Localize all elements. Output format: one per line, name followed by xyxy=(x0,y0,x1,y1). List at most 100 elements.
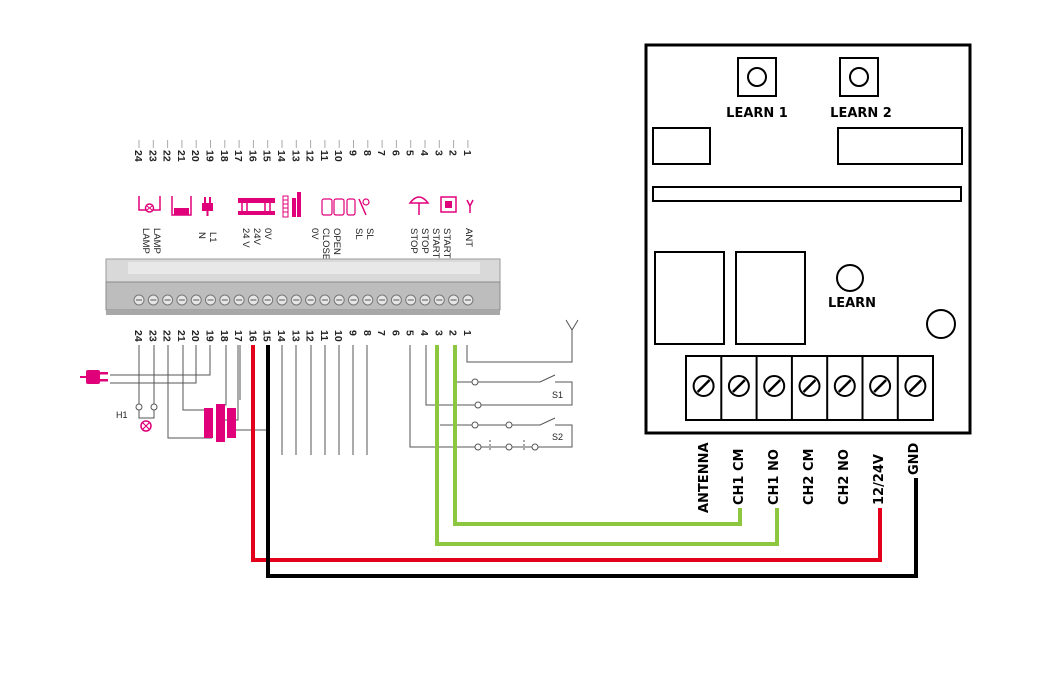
func-stop-b: STOP xyxy=(419,228,430,254)
led-indicator xyxy=(926,309,956,339)
top-terminal-number: 13 xyxy=(289,150,301,162)
wire-green-ch1-cm xyxy=(453,345,742,526)
bottom-terminal-number: 15 xyxy=(261,330,273,342)
lamp-icon xyxy=(138,196,161,213)
top-terminal-number: 24 xyxy=(132,150,144,162)
terminal-label-antenna: ANTENNA xyxy=(697,442,712,513)
bottom-terminal-number: 21 xyxy=(175,330,187,342)
bottom-terminal-number: 5 xyxy=(404,330,416,336)
top-terminal-number: 18 xyxy=(218,150,230,162)
learn-button[interactable] xyxy=(836,264,864,292)
bottom-terminal-number: 16 xyxy=(246,330,258,342)
terminal-screw-slot xyxy=(696,379,711,393)
lamp-h1-icon xyxy=(140,420,152,432)
learn-label: LEARN xyxy=(828,296,876,311)
func-0v-b: 0V xyxy=(309,228,320,240)
top-terminal-number: 9 xyxy=(347,150,359,156)
top-terminal-number: 10 xyxy=(332,150,344,162)
terminal-screw-slot xyxy=(873,379,887,393)
bottom-terminal-number: 22 xyxy=(161,330,173,342)
wire-red-12-24v xyxy=(251,345,882,562)
lamp-bar-icon xyxy=(171,196,192,216)
h1-label: H1 xyxy=(116,410,128,420)
func-lamp-b: LAMP xyxy=(151,228,162,254)
bottom-terminal-number: 24 xyxy=(132,330,144,342)
terminal-label-ch2-cm: CH2 CM xyxy=(802,449,817,505)
top-terminal-number: 12 xyxy=(304,150,316,162)
bottom-terminal-number: 1 xyxy=(461,330,473,336)
top-terminal-number: 5 xyxy=(404,150,416,156)
function-icons xyxy=(138,192,474,218)
learn1-label: LEARN 1 xyxy=(726,106,788,121)
func-lamp-a: LAMP xyxy=(140,228,151,254)
learn2-button-knob xyxy=(849,67,869,87)
top-terminal-number: 3 xyxy=(432,150,444,156)
s2-label: S2 xyxy=(552,432,563,442)
top-terminal-number: 8 xyxy=(361,150,373,156)
bottom-terminal-number: 8 xyxy=(361,330,373,336)
battery-icon xyxy=(282,192,301,218)
bottom-terminal-number: 12 xyxy=(304,330,316,342)
top-terminal-number: 22 xyxy=(161,150,173,162)
top-terminal-number: 15 xyxy=(261,150,273,162)
bottom-terminal-number: 9 xyxy=(347,330,359,336)
learn1-button-knob xyxy=(747,67,767,87)
learn2-label: LEARN 2 xyxy=(830,106,892,121)
func-24v-b: 24 V xyxy=(240,228,251,248)
terminal-screw-slot xyxy=(767,379,782,393)
motor-icons xyxy=(321,198,370,216)
top-pin-lines xyxy=(138,140,469,148)
top-terminal-number: 7 xyxy=(375,150,387,156)
top-terminal-number: 23 xyxy=(146,150,158,162)
func-sl-a: SL xyxy=(353,228,364,240)
top-terminal-number: 1 xyxy=(461,150,473,156)
mains-plug-icon xyxy=(80,370,108,384)
func-24v-a: 24V xyxy=(251,228,262,246)
transformer-icon xyxy=(238,198,275,215)
terminal-screws xyxy=(133,294,474,306)
func-stop-a: STOP xyxy=(408,228,419,254)
func-start-b: START xyxy=(441,228,452,258)
relay-2 xyxy=(735,251,806,345)
bottom-terminal-number: 6 xyxy=(389,330,401,336)
stop-start-icons xyxy=(408,196,474,215)
wire-green-ch1-no xyxy=(435,345,779,546)
colored-wires xyxy=(251,345,918,578)
top-terminal-number: 2 xyxy=(447,150,459,156)
terminal-screw-slot xyxy=(732,379,746,393)
top-terminal-number: 6 xyxy=(389,150,401,156)
terminal-block xyxy=(685,355,934,421)
panel-wiring xyxy=(110,319,579,455)
terminal-label-ch2-no: CH2 NO xyxy=(837,449,852,505)
func-close: CLOSE xyxy=(320,228,331,260)
relay-1 xyxy=(654,251,725,345)
func-ant: ANT xyxy=(463,228,474,247)
bottom-terminal-number: 7 xyxy=(375,330,387,336)
terminal-screw-slot xyxy=(908,379,923,393)
function-labels: LAMP LAMP L1 N 0V 24V 24 V 0V CLOSE OPEN… xyxy=(140,228,474,260)
top-terminal-number: 17 xyxy=(232,150,244,162)
receiver-module: LEARN 1 LEARN 2 LEARN ANTENNA CH1 CM CH1… xyxy=(644,43,972,513)
connector-strip xyxy=(652,186,962,202)
bottom-terminal-number: 11 xyxy=(318,330,330,341)
terminal-strip xyxy=(105,258,501,315)
top-terminal-number: 20 xyxy=(189,150,201,162)
top-terminal-number: 11 xyxy=(318,150,330,161)
terminal-screw-slot xyxy=(837,379,852,393)
top-terminal-number: 21 xyxy=(175,150,187,162)
func-n: N xyxy=(196,232,207,239)
top-terminal-number: 4 xyxy=(418,150,430,156)
bottom-terminal-number: 2 xyxy=(447,330,459,336)
terminal-label-ch1-no: CH1 NO xyxy=(767,449,782,505)
bottom-terminal-number: 17 xyxy=(232,330,244,342)
terminal-labels: ANTENNA CH1 CM CH1 NO CH2 CM CH2 NO 12/2… xyxy=(697,442,922,513)
top-terminal-number: 14 xyxy=(275,150,287,162)
bottom-terminal-number: 14 xyxy=(275,330,287,342)
top-terminal-number: 16 xyxy=(246,150,258,162)
bottom-terminal-number: 18 xyxy=(218,330,230,342)
terminal-label-12-24v: 12/24V xyxy=(872,454,887,505)
